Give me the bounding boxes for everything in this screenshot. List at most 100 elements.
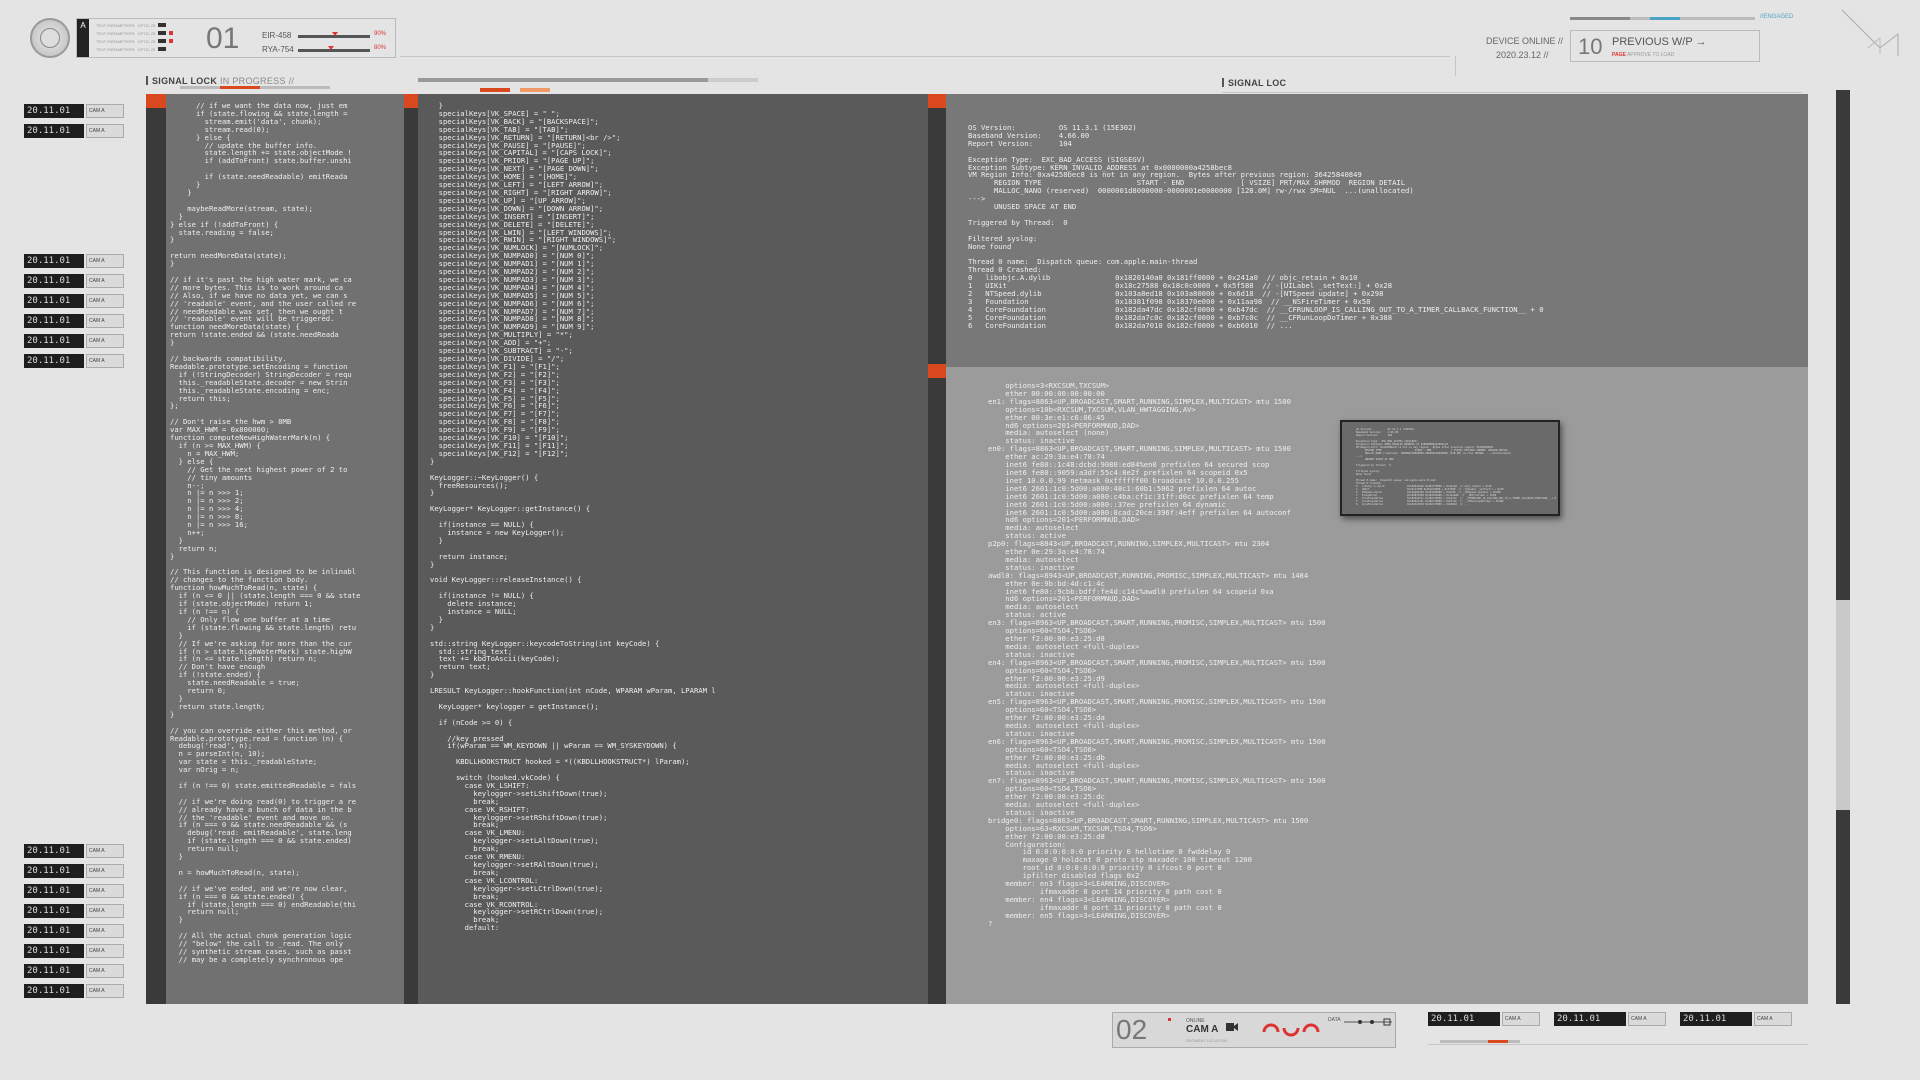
device-online-label: DEVICE ONLINE // — [1486, 36, 1564, 46]
vertical-scrollbar[interactable] — [1836, 90, 1850, 1004]
emblem-seal-icon — [30, 18, 70, 58]
previous-wp-sub: PAGE APPROVE TO LOAD — [1612, 52, 1674, 58]
gauge-marker-icon — [328, 46, 335, 50]
header-line-text: TEXT PARAMETERS — [96, 22, 135, 28]
engaged-status: //ENGAGED — [1760, 14, 1794, 20]
timestamp-cam: CAM A — [86, 984, 124, 998]
in-progress-text: IN PROGRESS // — [219, 76, 295, 86]
timestamp-cam: CAM A — [86, 124, 124, 138]
timestamp-cam: CAM A — [86, 354, 124, 368]
timestamp-date: 20.11.01 — [24, 944, 84, 958]
window-thumbnail[interactable]: OS Version: OS 11.3.1 (15E302) Baseband … — [1340, 420, 1560, 516]
header-line-tail: OPTIC 25 — [137, 22, 156, 28]
bottom-divider — [1428, 1044, 1808, 1045]
header-line-text: TEXT PARAMETERS — [96, 38, 135, 44]
gauge-label: RYA-754 — [262, 45, 294, 54]
bottom-data-label: DATA — [1328, 1017, 1341, 1023]
data-slider-icon[interactable] — [1344, 1016, 1394, 1028]
timestamp-date: 20.11.01 — [24, 354, 84, 368]
previous-wp-label[interactable]: PREVIOUS W/P → — [1612, 36, 1707, 48]
scrollbar-thumb[interactable] — [1836, 600, 1850, 810]
middle-panel-strip — [404, 94, 418, 1004]
gauge-percent: 90% — [374, 31, 387, 37]
header-divider-tick — [1455, 56, 1456, 76]
timestamp-cam: CAM A — [86, 294, 124, 308]
readable-stream-code: // if we want the data now, just em if (… — [170, 101, 361, 964]
timestamp-cam: CAM A — [86, 274, 124, 288]
timestamp-cam: CAM A — [86, 314, 124, 328]
timestamp-cam: CAM A — [86, 904, 124, 918]
header-info-box — [76, 18, 396, 58]
timestamp-date: 20.11.01 — [24, 254, 84, 268]
gauge-label: EIR-458 — [262, 31, 292, 40]
timestamp-cam: CAM A — [86, 104, 124, 118]
bottom-progress — [1440, 1040, 1520, 1043]
window-thumbnail-text: OS Version: OS 11.3.1 (15E302) Baseband … — [1356, 428, 1557, 506]
timestamp-date: 20.11.01 — [24, 294, 84, 308]
gauge-percent: 80% — [374, 45, 387, 51]
timestamp-cam: CAM A — [86, 864, 124, 878]
gauge-rya: RYA-754 80% — [262, 45, 386, 54]
timestamp-cam: CAM A — [1502, 1012, 1540, 1026]
bottom-segment-label: SEGMENT LOCATION — [1186, 1038, 1227, 1043]
timestamp-date: 20.11.01 — [24, 104, 84, 118]
header-line-tail: OPTIC 25 — [137, 38, 156, 44]
timestamp-date: 20.11.01 — [1428, 1012, 1500, 1026]
gauge-eir: EIR-458 90% — [262, 31, 386, 40]
timestamp-cam: CAM A — [1754, 1012, 1792, 1026]
header-line-tail: OPTIC 25 — [137, 30, 156, 36]
signal-lock-bar — [180, 86, 330, 89]
signal-waveform-icon — [1262, 1023, 1320, 1037]
timestamp-date: 20.11.01 — [24, 904, 84, 918]
header-badge: A — [77, 19, 89, 57]
previous-wp-button[interactable] — [1570, 30, 1760, 62]
bottom-cam-label[interactable]: CAM A — [1186, 1024, 1219, 1035]
right-panel-divider — [1222, 92, 1802, 93]
timestamp-cam: CAM A — [86, 884, 124, 898]
timestamp-date: 20.11.01 — [24, 924, 84, 938]
header-number: 01 — [206, 22, 240, 55]
gauge-marker-icon — [332, 32, 339, 36]
timestamp-date: 20.11.01 — [24, 334, 84, 348]
timestamp-date: 20.11.01 — [24, 984, 84, 998]
bottom-online-label: ONLINE — [1186, 1018, 1205, 1024]
timestamp-cam: CAM A — [86, 924, 124, 938]
timestamp-date: 20.11.01 — [24, 864, 84, 878]
timestamp-date: 20.11.01 — [1554, 1012, 1626, 1026]
timestamp-date: 20.11.01 — [24, 274, 84, 288]
timestamp-cam: CAM A — [86, 944, 124, 958]
timestamp-cam: CAM A — [86, 254, 124, 268]
previous-wp-number: 10 — [1578, 34, 1603, 59]
code-panel-readable[interactable]: // if we want the data now, just em if (… — [166, 94, 404, 1004]
code-panel-keylogger[interactable]: } specialKeys[VK_SPACE] = " "; specialKe… — [418, 94, 928, 1004]
bottom-cam-box — [1112, 1012, 1396, 1048]
signal-lock-text: SIGNAL LOCK — [152, 76, 218, 86]
previous-wp-sub-flag: PAGE — [1612, 52, 1626, 58]
top-progress-bar — [1570, 17, 1755, 20]
camera-icon — [1226, 1023, 1238, 1031]
signal-lock-label: SIGNAL LOCK IN PROGRESS // — [146, 76, 294, 86]
timestamp-date: 20.11.01 — [24, 884, 84, 898]
crash-report-panel[interactable]: OS Version: OS 11.3.1 (15E302) Baseband … — [946, 94, 1808, 367]
timestamp-date: 20.11.01 — [24, 964, 84, 978]
